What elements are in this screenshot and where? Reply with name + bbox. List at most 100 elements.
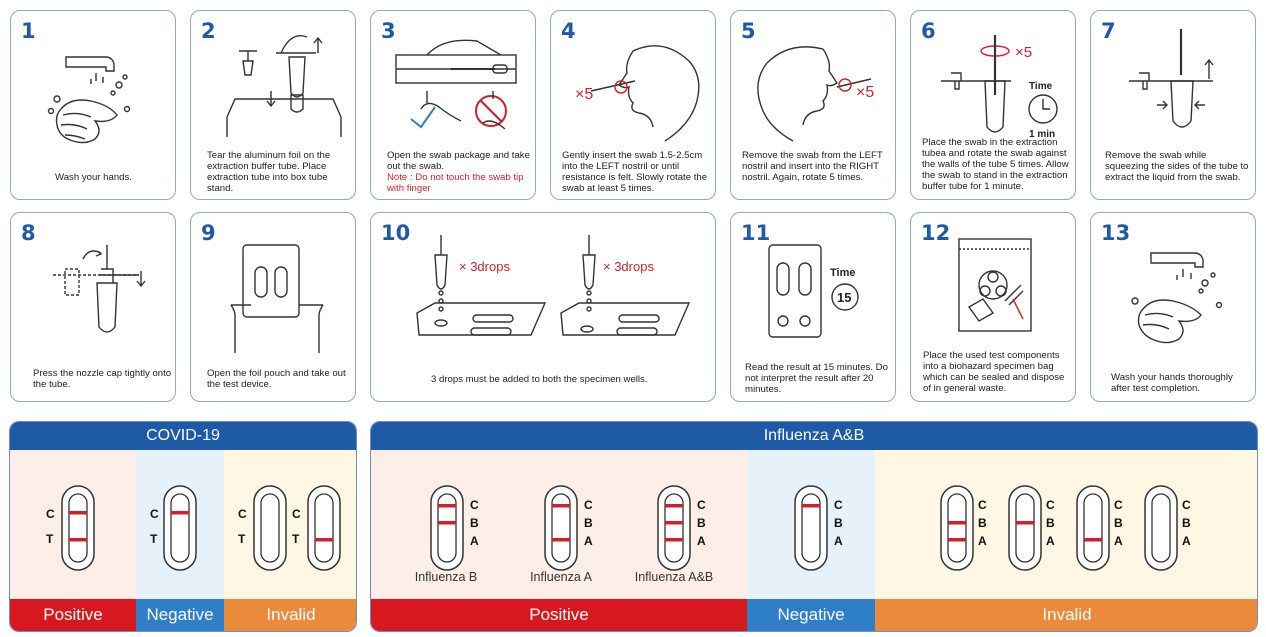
flu-a-label: A bbox=[584, 534, 593, 548]
swab-package-icon bbox=[395, 39, 517, 130]
covid-results-panel: COVID-19 C T C T C T C T bbox=[9, 421, 357, 632]
rotate-swab-tube-icon: ×5 Time 1 min bbox=[941, 35, 1058, 140]
flu-a-label: A bbox=[978, 534, 987, 548]
step-card-5: 5 ×5 Remove the swab from the LEFT nostr… bbox=[730, 10, 896, 200]
covid-positive-cassette bbox=[61, 485, 95, 571]
covid-t-label: T bbox=[292, 532, 300, 546]
step-card-6: 6 ×5 Time 1 min Place the swab in the ex… bbox=[910, 10, 1076, 200]
influenza-title: Influenza A&B bbox=[371, 422, 1257, 450]
covid-c-label: C bbox=[46, 507, 55, 521]
covid-c-label: C bbox=[292, 507, 301, 521]
step-number: 13 bbox=[1101, 221, 1131, 245]
step-card-9: 9 Open the foil pouch and take out the t… bbox=[190, 212, 356, 402]
flu-negative-label: Negative bbox=[747, 599, 875, 631]
step-number: 1 bbox=[21, 19, 36, 43]
flu-negative-zone: C B A bbox=[747, 450, 875, 599]
time-label: Time bbox=[1029, 81, 1053, 92]
extraction-tube-icon bbox=[226, 35, 342, 137]
covid-t-label: T bbox=[46, 532, 54, 546]
covid-invalid-zone: C T C T bbox=[224, 450, 356, 599]
flu-invalid-cassette-3 bbox=[1076, 485, 1110, 571]
step-card-4: 4 ×5 Gently insert the swab 1.5-2.5cm in… bbox=[550, 10, 716, 200]
rotate-count: ×5 bbox=[856, 84, 874, 101]
step-caption: Tear the aluminum foil on the extraction… bbox=[207, 150, 331, 194]
flu-invalid-cassette-2 bbox=[1008, 485, 1042, 571]
covid-negative-label: Negative bbox=[136, 599, 224, 631]
flu-a-label: A bbox=[1182, 534, 1191, 548]
nostril-swab-icon: ×5 bbox=[575, 45, 700, 142]
flu-ab-result-label: Influenza A&B bbox=[634, 570, 714, 584]
step-caption-text: Open the swab package and take out the s… bbox=[387, 150, 530, 172]
step-card-10: 10 × 3drops × 3drops 3 drops must be add… bbox=[370, 212, 716, 402]
flu-negative-cassette bbox=[794, 485, 828, 571]
nostril-swab-right-icon: ×5 bbox=[757, 46, 874, 142]
flu-b-label: B bbox=[1046, 516, 1055, 530]
step-caption: 3 drops must be added to both the specim… bbox=[431, 374, 648, 385]
flu-b-cassette bbox=[430, 485, 464, 571]
nozzle-cap-icon bbox=[53, 245, 146, 333]
timer-device-icon: Time 15 bbox=[768, 244, 859, 338]
flu-c-label: C bbox=[1182, 498, 1191, 512]
flu-b-label: B bbox=[834, 516, 843, 530]
flu-ab-cassette bbox=[657, 485, 691, 571]
step-caption: Gently insert the swab 1.5-2.5cm into th… bbox=[562, 150, 708, 194]
step-card-3: 3 Open the swab package and take out the… bbox=[370, 10, 536, 200]
flu-b-label: B bbox=[978, 516, 987, 530]
step-caption: Wash your hands. bbox=[55, 172, 132, 183]
step-caption: Open the foil pouch and take out the tes… bbox=[207, 368, 346, 390]
rotate-count: ×5 bbox=[575, 86, 593, 103]
step-caption: Read the result at 15 minutes. Do not in… bbox=[745, 362, 888, 395]
covid-c-label: C bbox=[238, 507, 247, 521]
step-card-12: 12 Place the used test components into a… bbox=[910, 212, 1076, 402]
flu-a-label: A bbox=[470, 534, 479, 548]
flu-c-label: C bbox=[978, 498, 987, 512]
flu-invalid-zone: C B A C B A C B A C B A bbox=[875, 450, 1257, 599]
flu-a-label: A bbox=[1046, 534, 1055, 548]
step-card-7: 7 Remove the swab while squeezing the si… bbox=[1090, 10, 1256, 200]
covid-positive-label: Positive bbox=[10, 599, 136, 631]
flu-b-label: B bbox=[584, 516, 593, 530]
influenza-results-panel: Influenza A&B C B A Influenza B C B A In… bbox=[370, 421, 1258, 632]
covid-invalid-label: Invalid bbox=[224, 599, 356, 631]
flu-a-label: A bbox=[834, 534, 843, 548]
flu-a-label: A bbox=[697, 534, 706, 548]
step-number: 7 bbox=[1101, 19, 1116, 43]
flu-c-label: C bbox=[834, 498, 843, 512]
step-card-1: 1 Wash your hands. bbox=[10, 10, 176, 200]
time-value: 1 min bbox=[1029, 129, 1055, 140]
flu-a-cassette bbox=[544, 485, 578, 571]
step-number: 2 bbox=[201, 19, 216, 43]
step-number: 6 bbox=[921, 19, 936, 43]
step-number: 12 bbox=[921, 221, 951, 245]
biohazard-bag-icon bbox=[958, 238, 1032, 332]
flu-b-label: B bbox=[697, 516, 706, 530]
drop-count-1: × 3drops bbox=[459, 259, 510, 274]
step-number: 8 bbox=[21, 221, 36, 245]
hand-washing-icon bbox=[47, 56, 131, 144]
step-note: Note : Do not touch the swab tip with fi… bbox=[387, 172, 524, 194]
covid-invalid-cassette-2 bbox=[307, 485, 341, 571]
flu-positive-label: Positive bbox=[371, 599, 747, 631]
flu-c-label: C bbox=[1114, 498, 1123, 512]
flu-a-label: A bbox=[1114, 534, 1123, 548]
step-number: 10 bbox=[381, 221, 411, 245]
time-value: 15 bbox=[837, 290, 851, 305]
covid-title: COVID-19 bbox=[10, 422, 356, 450]
flu-c-label: C bbox=[697, 498, 706, 512]
covid-negative-zone: C T bbox=[136, 450, 224, 599]
flu-a-result-label: Influenza A bbox=[530, 570, 592, 584]
covid-t-label: T bbox=[150, 532, 158, 546]
step-card-11: 11 Time 15 Read the result at 15 minutes… bbox=[730, 212, 896, 402]
flu-c-label: C bbox=[470, 498, 479, 512]
flu-b-label: B bbox=[1182, 516, 1191, 530]
covid-negative-cassette bbox=[163, 485, 197, 571]
step-number: 3 bbox=[381, 19, 396, 43]
flu-b-result-label: Influenza B bbox=[414, 570, 478, 584]
covid-positive-zone: C T bbox=[10, 450, 136, 599]
rotate-count: ×5 bbox=[1015, 44, 1032, 61]
drop-count-2: × 3drops bbox=[603, 259, 654, 274]
step-card-8: 8 Press the nozzle cap tightly onto the … bbox=[10, 212, 176, 402]
step-caption: Press the nozzle cap tightly onto the tu… bbox=[33, 368, 172, 390]
step-caption: Remove the swab from the LEFT nostril an… bbox=[742, 150, 883, 183]
time-label: Time bbox=[830, 267, 855, 279]
